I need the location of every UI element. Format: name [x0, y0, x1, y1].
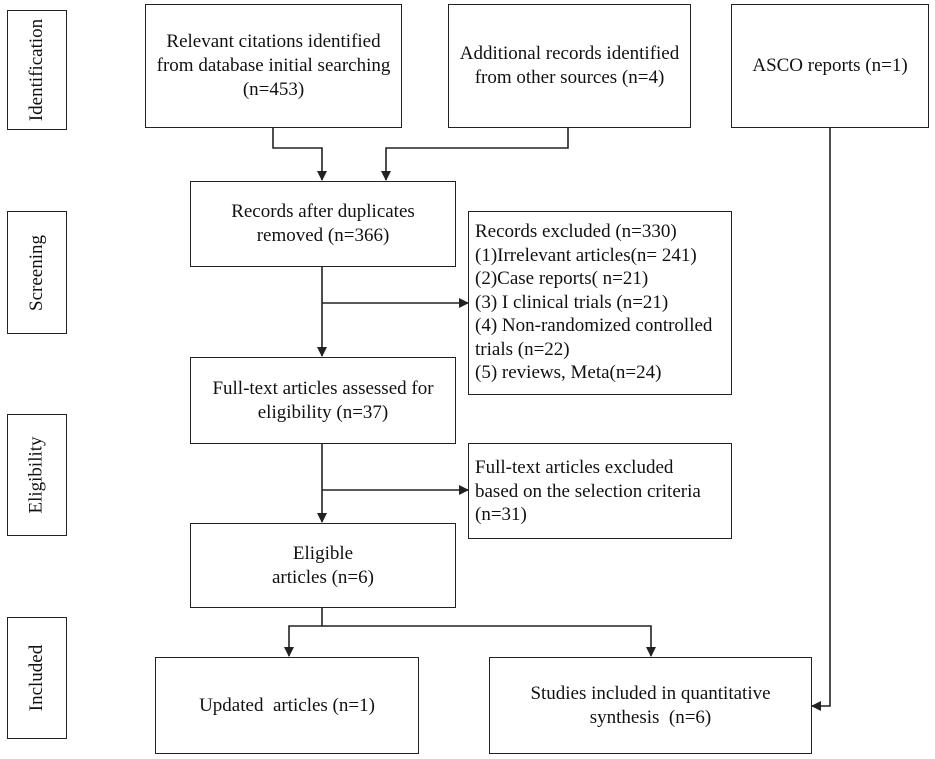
- full-text-assessed-box: Full-text articles assessed for eligibil…: [190, 357, 456, 444]
- full-text-excluded-box: Full-text articles excluded based on the…: [468, 443, 732, 539]
- records-excluded-box: Records excluded (n=330) (1)Irrelevant a…: [468, 211, 732, 395]
- stage-screening-label: Screening: [26, 234, 48, 311]
- stage-identification-label: Identification: [26, 18, 48, 122]
- database-search-box: Relevant citations identified from datab…: [145, 4, 402, 128]
- eligible-articles-box: Eligible articles (n=6): [190, 523, 456, 608]
- records-excluded-item: (1)Irrelevant articles(n= 241): [475, 244, 697, 266]
- asco-reports-text: ASCO reports (n=1): [752, 55, 908, 76]
- eligible-articles-text: Eligible articles (n=6): [272, 542, 374, 588]
- arrow-asco-to-quantitative: [811, 128, 831, 711]
- records-excluded-item: (3) I clinical trials (n=21): [475, 291, 669, 313]
- updated-articles-text: Updated articles (n=1): [199, 694, 375, 716]
- stage-included: Included: [7, 617, 67, 739]
- full-text-excluded-line: (n=31): [475, 504, 527, 525]
- records-excluded-item: (4) Non-randomized controlled: [475, 315, 713, 336]
- other-sources-box: Additional records identified from other…: [448, 4, 691, 128]
- other-sources-text: Additional records identified from other…: [459, 43, 680, 88]
- full-text-excluded-line: based on the selection criteria: [475, 480, 701, 502]
- arrow-eligible-to-updated: [284, 607, 323, 657]
- stage-included-label: Included: [26, 644, 48, 712]
- database-search-text: Relevant citations identified from datab…: [156, 31, 391, 100]
- records-excluded-item: trials (n=22): [475, 338, 570, 360]
- quantitative-synthesis-text: Studies included in quantitative synthes…: [530, 682, 776, 728]
- updated-articles-box: Updated articles (n=1): [155, 657, 419, 754]
- stage-identification: Identification: [7, 10, 67, 130]
- full-text-assessed-text: Full-text articles assessed for eligibil…: [212, 377, 434, 423]
- stage-eligibility-label: Eligibility: [26, 436, 47, 514]
- records-excluded-item: (5) reviews, Meta(n=24): [475, 362, 662, 383]
- records-after-duplicates-box: Records after duplicates removed (n=366): [190, 181, 456, 267]
- asco-reports-box: ASCO reports (n=1): [731, 4, 929, 128]
- full-text-excluded-line: Full-text articles excluded: [475, 457, 674, 478]
- records-excluded-title: Records excluded (n=330): [475, 221, 677, 242]
- quantitative-synthesis-box: Studies included in quantitative synthes…: [489, 657, 812, 754]
- records-after-duplicates-text: Records after duplicates removed (n=366): [231, 201, 415, 246]
- stage-eligibility: Eligibility: [7, 414, 67, 536]
- records-excluded-item: (2)Case reports( n=21): [475, 268, 649, 289]
- arrow-eligible-to-quantitative: [322, 625, 656, 657]
- arrow-database-to-deduplicated: [272, 128, 327, 181]
- arrow-other-sources-to-deduplicated: [381, 128, 569, 181]
- stage-screening: Screening: [7, 211, 67, 334]
